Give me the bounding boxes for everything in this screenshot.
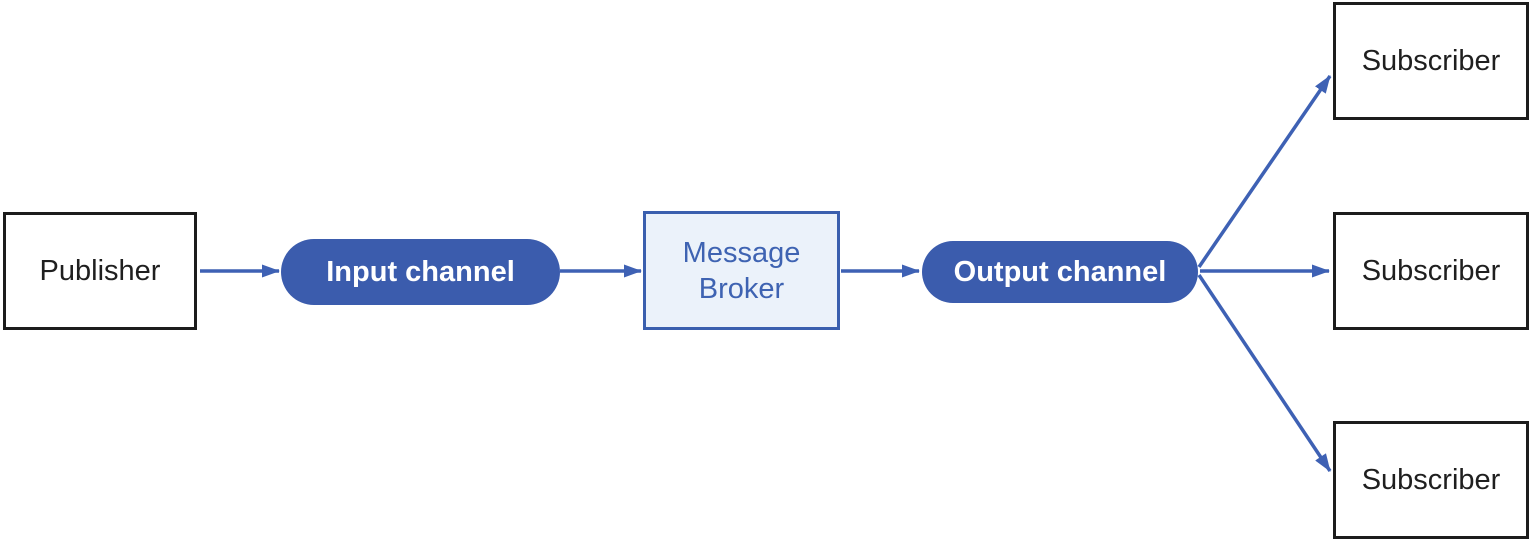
message-broker-label: Message Broker bbox=[682, 236, 801, 305]
output-channel-label: Output channel bbox=[953, 255, 1167, 288]
publisher-box: Publisher bbox=[3, 212, 197, 330]
input-channel-pill: Input channel bbox=[281, 239, 560, 305]
subscriber-box-2: Subscriber bbox=[1333, 212, 1529, 330]
subscriber-label: Subscriber bbox=[1361, 254, 1501, 287]
subscriber-box-1: Subscriber bbox=[1333, 2, 1529, 120]
input-channel-label: Input channel bbox=[326, 255, 515, 288]
output-channel-pill: Output channel bbox=[922, 241, 1198, 303]
publisher-label: Publisher bbox=[39, 254, 161, 287]
arrow-output-channel-to-subscriber-1 bbox=[1197, 75, 1332, 268]
subscriber-label: Subscriber bbox=[1361, 44, 1501, 77]
subscriber-box-3: Subscriber bbox=[1333, 421, 1529, 539]
message-broker-box: Message Broker bbox=[643, 211, 840, 330]
subscriber-label: Subscriber bbox=[1361, 463, 1501, 496]
arrow-output-channel-to-subscriber-3 bbox=[1197, 274, 1332, 472]
